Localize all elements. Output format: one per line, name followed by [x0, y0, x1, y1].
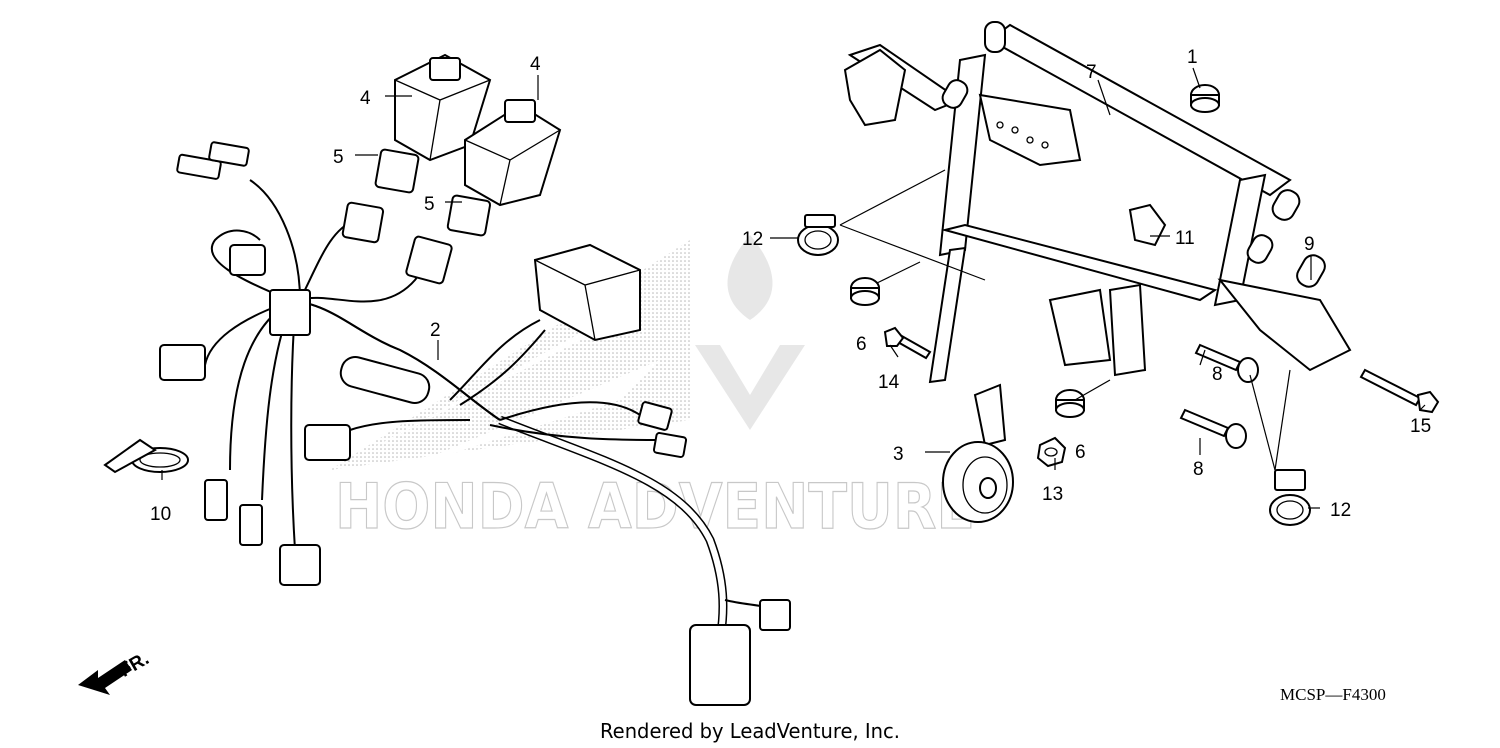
diagram-code: MCSP—F4300	[1280, 685, 1386, 704]
label-15: 15	[1410, 416, 1431, 437]
label-10: 10	[150, 504, 171, 525]
label-1: 1	[1187, 47, 1198, 68]
label-2: 2	[430, 320, 441, 341]
harness-sleeve	[339, 356, 431, 404]
label-6b: 6	[1075, 442, 1086, 463]
relay-5-left	[374, 148, 420, 194]
grommet-1	[1190, 84, 1220, 113]
label-14: 14	[878, 372, 900, 393]
label-8b: 8	[1193, 459, 1204, 480]
label-8a: 8	[1212, 364, 1223, 385]
part-labels: 4 4 5 5 2 10 1 7 11 9 12 6 14 8 8 6 13 3…	[150, 47, 1431, 525]
grommet-6-upper	[850, 277, 880, 306]
label-11: 11	[1175, 228, 1195, 249]
label-12b: 12	[1330, 500, 1351, 521]
horn-3	[942, 383, 1014, 523]
clamp-12-lower	[1269, 469, 1311, 526]
relay-5-right	[446, 194, 492, 237]
nut-13	[1036, 436, 1067, 468]
label-9: 9	[1304, 234, 1315, 255]
label-5b: 5	[424, 194, 435, 215]
clamp-12-upper	[797, 214, 839, 256]
clamp-11	[1128, 203, 1167, 247]
wire-harness-2	[204, 179, 776, 641]
label-12a: 12	[742, 229, 763, 250]
label-6a: 6	[856, 334, 867, 355]
grommet-6-lower	[1055, 389, 1085, 418]
harness-connectors	[159, 141, 791, 706]
label-3: 3	[893, 444, 904, 465]
headlight-stay-7	[843, 21, 1352, 384]
front-direction-arrow: FR.	[78, 648, 153, 695]
leader-lines	[161, 67, 1426, 509]
relay-4-left	[394, 53, 492, 162]
bolt-15	[1359, 368, 1440, 414]
label-4a: 4	[360, 88, 371, 109]
footer-credit: Rendered by LeadVenture, Inc.	[600, 719, 900, 743]
leadventure-logo-watermark	[695, 235, 805, 430]
label-5a: 5	[333, 147, 344, 168]
label-13: 13	[1042, 484, 1063, 505]
label-7: 7	[1086, 62, 1097, 83]
label-4b: 4	[530, 54, 541, 75]
band-clamp-10	[103, 438, 189, 474]
bolt-8-lower	[1179, 408, 1247, 449]
bolt-8-upper	[1194, 343, 1259, 383]
large-coupler	[533, 243, 641, 342]
relay-4-right	[464, 99, 562, 207]
bolt-14	[883, 326, 932, 360]
